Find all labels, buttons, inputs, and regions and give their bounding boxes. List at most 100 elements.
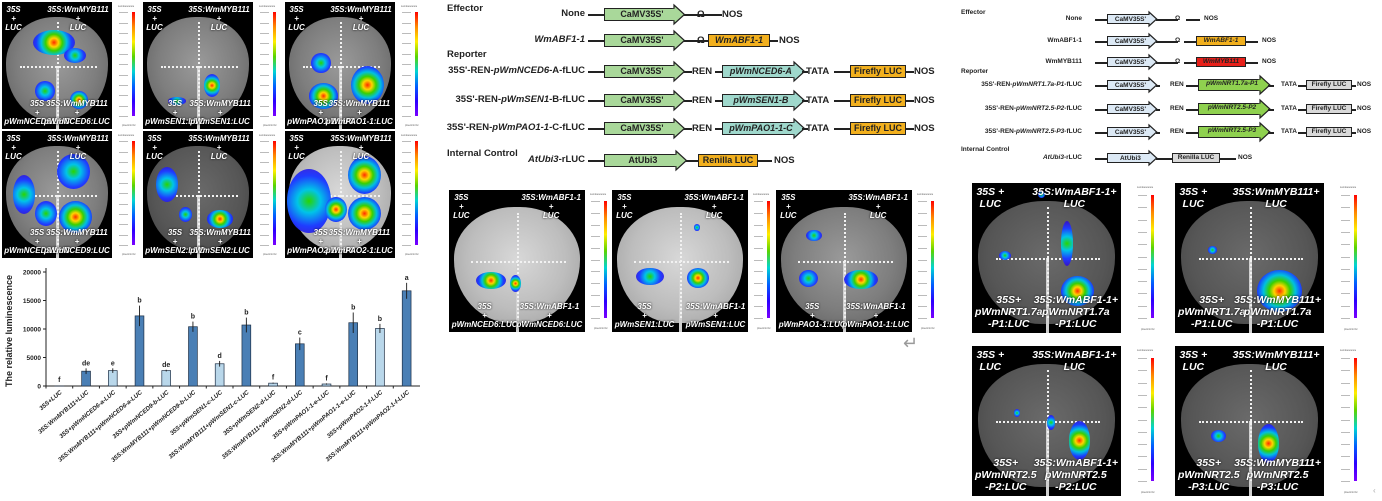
connector-line xyxy=(684,71,692,73)
arrow-label: CaMV35S' xyxy=(620,35,664,45)
scale-bar-title: Luminescence xyxy=(590,193,607,196)
arrow-label: CaMV35S' xyxy=(1114,15,1147,23)
label-line: 35S:WmABF1-1+ xyxy=(1032,349,1117,361)
scale-bar-units: p/sec/cm²/sr xyxy=(1141,328,1155,331)
label-line: pWmNRT1.7a xyxy=(1042,306,1110,318)
construct-name-text: WmABF1-1 xyxy=(1047,37,1082,44)
arrow-body xyxy=(1198,79,1262,91)
scale-tick-label xyxy=(402,105,411,107)
scale-tick-label xyxy=(1138,219,1147,221)
arrow-head xyxy=(1147,53,1158,71)
ren-label: REN xyxy=(692,95,713,106)
connector-line xyxy=(715,100,723,102)
label-line: LUC xyxy=(869,210,887,220)
tata-label: TATA xyxy=(806,95,830,106)
quadrant-divider-vertical xyxy=(844,212,846,318)
label-line: 35S:WmMYB111 xyxy=(46,228,108,238)
construct-name-gene: pWmSEN1 xyxy=(501,94,550,105)
terminator-label: NOS xyxy=(1204,15,1219,22)
scale-tick-label xyxy=(402,182,411,184)
scale-tick-label xyxy=(1138,370,1147,372)
label-line: LUC xyxy=(69,22,87,32)
color-ramp xyxy=(415,141,418,246)
connector-line xyxy=(1352,132,1356,134)
label-line: pWmPAO2-1:LUC xyxy=(287,246,355,256)
quadrant-label-bottom-left: 35S+pWmPAO2-1:LUC xyxy=(287,228,354,255)
construct-name-text: WmABF1-1 xyxy=(534,34,585,45)
scale-tick-label xyxy=(402,32,411,34)
scale-tick-label xyxy=(591,201,600,203)
connector-line xyxy=(684,128,692,130)
arrow-label: CaMV35S' xyxy=(1114,105,1147,113)
construct-name: 35S'-REN-pWmNRT1.7a-P1-fLUC xyxy=(981,81,1082,88)
label-line: 35S:WmABF1-1 xyxy=(846,302,906,312)
quadrant-label-top-left: 35S+LUC xyxy=(5,134,21,161)
promoter-arrow: AtUbi3 xyxy=(604,149,687,172)
label-line: 35S+ xyxy=(1196,457,1222,469)
scale-tick-label xyxy=(119,85,128,87)
connector-line xyxy=(1246,62,1258,64)
scale-tick-label xyxy=(1138,281,1147,283)
scale-tick-label xyxy=(402,234,411,236)
label-line: + xyxy=(358,13,364,23)
scale-tick-label xyxy=(918,306,927,308)
construct-name: AtUbi3-rLUC xyxy=(1043,154,1082,161)
scale-tick-label xyxy=(260,43,269,45)
scale-tick-label xyxy=(260,64,269,66)
construct-name-gene: pWmNRT1.7a-P1 xyxy=(1012,81,1065,88)
connector-line xyxy=(1268,132,1274,134)
label-line: 35S xyxy=(289,133,304,143)
section-effector: Effector xyxy=(447,3,483,14)
label-line: pWmNCED9:LUC xyxy=(44,246,110,256)
arrow-body xyxy=(1107,80,1151,90)
scale-tick-label xyxy=(918,259,927,261)
label-line: + xyxy=(711,201,717,211)
quadrant-label-bottom-right: 35S:WmMYB111+pWmSEN2:LUC xyxy=(189,228,251,255)
luminescence-signal xyxy=(35,80,55,102)
scale-tick-label xyxy=(1138,481,1147,482)
scale-tick-label xyxy=(591,282,600,284)
scale-tick-label xyxy=(1138,305,1147,307)
label-line: pWmNRT1.7a xyxy=(1177,306,1246,318)
luminescence-signal xyxy=(324,197,347,223)
significance-label: b xyxy=(137,298,141,305)
connector-line xyxy=(834,71,850,73)
scale-tick-label xyxy=(260,74,269,76)
scale-tick-label xyxy=(402,214,411,216)
quadrant-label-bottom-right: 35S:WmABF1-1+pWmNRT1.7a-P1:LUC xyxy=(1034,294,1118,330)
label-line: pWmNRT2.5 xyxy=(974,469,1037,481)
construct-name-gene: pWmNRT2.5-P3 xyxy=(1016,128,1065,135)
label-line: 35S:WmABF1-1 xyxy=(521,192,581,202)
y-tick-label: 0 xyxy=(37,384,41,391)
reporter-box: Firefly LUC xyxy=(1306,104,1352,114)
scale-bar-units: p/sec/cm²/sr xyxy=(263,124,277,127)
tata-label: TATA xyxy=(806,123,830,134)
scale-tick-label xyxy=(402,172,411,174)
construct-name: AtUbi3-rLUC xyxy=(528,154,585,165)
scale-tick-label xyxy=(260,172,269,174)
quadrant-divider-vertical xyxy=(198,151,200,246)
label-line: 35S:WmMYB111 xyxy=(189,228,251,238)
arrow-label: CaMV35S' xyxy=(620,95,664,105)
scale-tick-label xyxy=(119,245,128,247)
scale-tick-label xyxy=(591,213,600,214)
scale-tick-label xyxy=(402,43,411,45)
label-line: + xyxy=(152,13,157,23)
label-line: 35S:WmMYB111 xyxy=(188,4,250,14)
arrow-body xyxy=(604,65,675,78)
significance-label: c xyxy=(298,330,302,337)
label-line: + xyxy=(785,201,791,211)
significance-label: e xyxy=(111,360,115,367)
reporter-box: Firefly LUC xyxy=(1306,127,1352,137)
luminescence-signal xyxy=(510,275,522,293)
quadrant-divider-vertical xyxy=(680,212,682,318)
promoter-arrow: CaMV35S' xyxy=(604,60,685,83)
label-line: -P2:LUC xyxy=(985,481,1027,493)
color-ramp xyxy=(1151,358,1154,481)
label-line: 35S:WmMYB111 xyxy=(330,133,392,143)
